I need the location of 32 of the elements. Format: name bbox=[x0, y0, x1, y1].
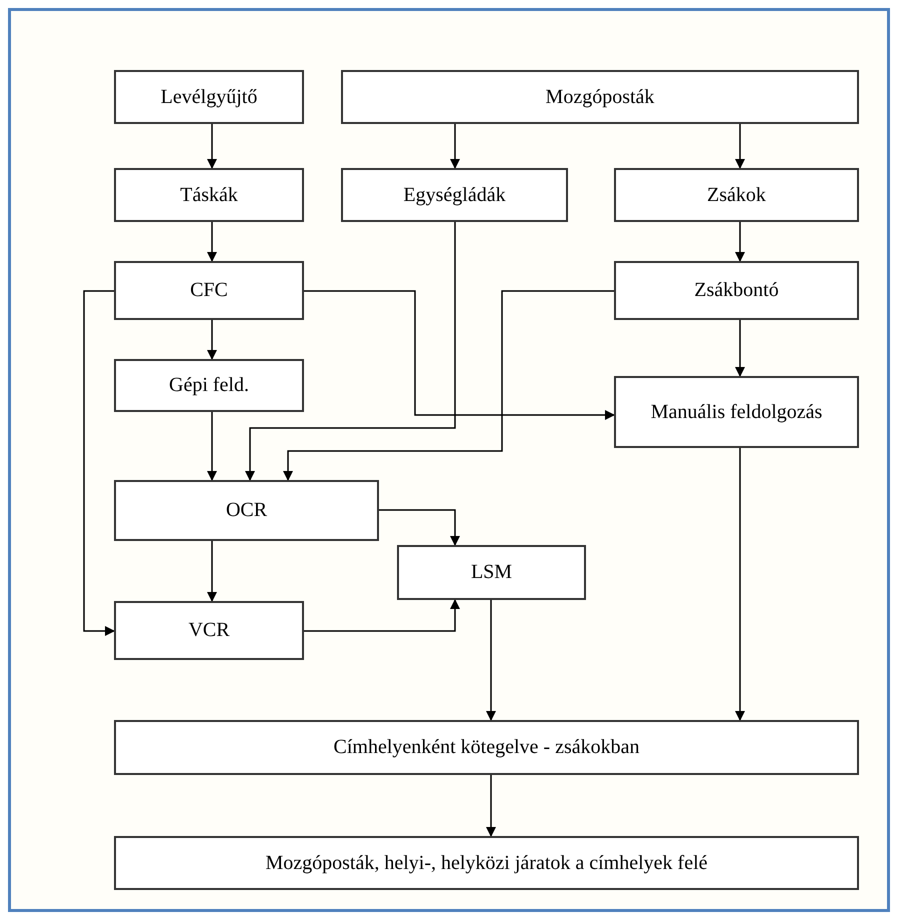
arrow bbox=[735, 124, 745, 169]
arrow bbox=[207, 320, 217, 360]
arrow bbox=[450, 124, 460, 169]
arrow bbox=[304, 290, 615, 420]
arrow bbox=[207, 541, 217, 602]
process-box: VCR bbox=[114, 601, 304, 660]
arrow bbox=[735, 448, 745, 721]
arrow bbox=[379, 509, 460, 546]
arrow bbox=[283, 290, 614, 481]
arrow bbox=[207, 412, 217, 481]
process-box: Egységládák bbox=[341, 168, 568, 222]
arrow bbox=[735, 320, 745, 377]
process-box: CFC bbox=[114, 261, 304, 320]
arrow bbox=[245, 222, 456, 481]
arrow bbox=[83, 290, 115, 636]
process-box: Mozgóposták bbox=[341, 70, 859, 124]
arrow bbox=[207, 222, 217, 262]
arrow bbox=[486, 600, 496, 721]
process-box: Zsákok bbox=[614, 168, 859, 222]
process-box: Gépi feld. bbox=[114, 359, 304, 412]
process-box: Mozgóposták, helyi-, helyközi járatok a címhelyek felé bbox=[114, 836, 859, 890]
arrow bbox=[486, 775, 496, 837]
process-box: OCR bbox=[114, 480, 379, 541]
arrow bbox=[207, 124, 217, 169]
process-box: Címhelyenként kötegelve - zsákokban bbox=[114, 720, 859, 775]
process-box: Levélgyűjtő bbox=[114, 70, 304, 124]
process-box: Zsákbontó bbox=[614, 261, 859, 320]
arrow bbox=[735, 222, 745, 262]
arrow bbox=[304, 599, 460, 632]
process-box: LSM bbox=[397, 545, 586, 600]
process-box: Manuális feldolgozás bbox=[614, 376, 859, 448]
process-box: Táskák bbox=[114, 168, 304, 222]
